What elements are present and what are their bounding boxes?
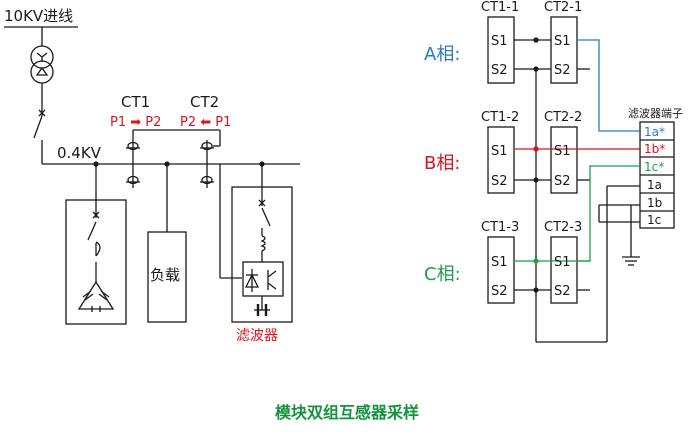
terminal-1c: 1c (647, 213, 661, 227)
ct2-3-label: CT2-3 (544, 220, 582, 235)
ct1-3-label: CT1-3 (481, 220, 519, 235)
phase-a-wire (577, 39, 640, 132)
terminal-title: 滤波器端子 (628, 107, 683, 120)
phase-c-label: C相: (424, 264, 461, 285)
ct1-1-label: CT1-1 (481, 0, 519, 15)
ct1-1-s1: S1 (491, 34, 508, 49)
main-switch-icon (33, 115, 43, 139)
ct2-symbol-icon (200, 140, 214, 188)
ct2-2-box (550, 126, 578, 194)
ct2-1-s1: S1 (554, 34, 571, 49)
capacitor-bank-icon (77, 200, 115, 312)
phase-b-label: B相: (424, 153, 460, 174)
ct1-2-s1: S1 (491, 144, 508, 159)
terminal-1b-star: 1b* (644, 142, 665, 156)
ct1-label: CT1 (121, 93, 150, 111)
ct1-symbol-icon (126, 140, 140, 188)
ct1-1-box (487, 16, 515, 84)
ct1-2-label: CT1-2 (481, 110, 519, 125)
terminal-1b: 1b (647, 196, 662, 210)
ct1-3-box (487, 236, 515, 304)
ct1-direction: P1 ➡ P2 (110, 115, 161, 130)
transformer-icon (30, 45, 54, 84)
ct1-2-s2: S2 (491, 174, 508, 189)
diagram-caption: 模块双组互感器采样 (275, 403, 419, 422)
ct2-1-box (550, 16, 578, 84)
bus-label: 0.4KV (57, 144, 102, 162)
ct2-1-label: CT2-1 (544, 0, 582, 15)
filter-label: 滤波器 (236, 328, 278, 344)
load-label: 负载 (150, 266, 180, 284)
terminal-1a-star: 1a* (644, 125, 665, 139)
ct2-2-s2: S2 (554, 174, 571, 189)
filter-circuit-icon (242, 187, 284, 316)
ct2-1-s2: S2 (554, 63, 571, 78)
ground-icon (622, 256, 640, 266)
phase-a-label: A相: (424, 44, 460, 65)
terminal-1c-star: 1c* (644, 160, 664, 174)
ct1-3-s2: S2 (491, 284, 508, 299)
ct2-3-s2: S2 (554, 284, 571, 299)
ct2-2-label: CT2-2 (544, 110, 582, 125)
ct2-3-box (550, 236, 578, 304)
load-box (147, 231, 187, 323)
ct2-2-s1: S1 (554, 144, 571, 159)
ct2-3-s1: S1 (554, 255, 571, 270)
ct1-1-s2: S2 (491, 63, 508, 78)
ct2-label: CT2 (190, 93, 219, 111)
source-label: 10KV进线 (4, 7, 73, 25)
ct1-2-box (487, 126, 515, 194)
breaker-mark-icon (38, 109, 46, 117)
ct2-direction: P2 ⬅ P1 (180, 115, 231, 130)
phase-c-wire (514, 165, 640, 262)
terminal-1a: 1a (647, 178, 662, 192)
ct1-3-s1: S1 (491, 255, 508, 270)
